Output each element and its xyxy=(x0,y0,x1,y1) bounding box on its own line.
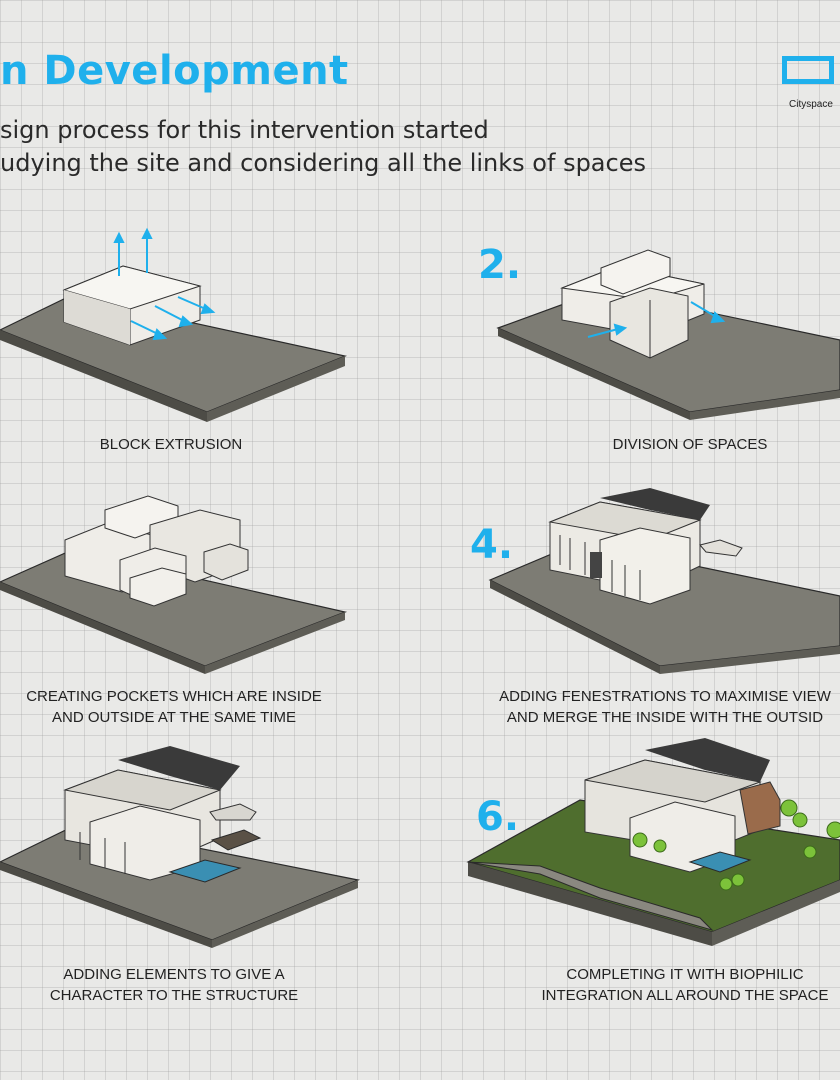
caption-step-5: ADDING ELEMENTS TO GIVE A CHARACTER TO T… xyxy=(49,966,299,1004)
step-number-6: 6. xyxy=(476,794,520,840)
intro-text: sign process for this intervention start… xyxy=(0,114,646,180)
cityspace-logo xyxy=(782,56,840,90)
logo-text: Cityspace xyxy=(789,99,833,110)
caption-step-2: DIVISION OF SPACES xyxy=(612,436,768,453)
pool xyxy=(688,851,752,873)
caption-step-3: CREATING POCKETS WHICH ARE INSIDE AND OU… xyxy=(26,688,322,726)
tree-icons xyxy=(632,799,840,891)
pool xyxy=(168,859,242,883)
page-title: n Development xyxy=(0,48,349,94)
step-number-2: 2. xyxy=(478,242,522,288)
intro-line-2: udying the site and considering all the … xyxy=(0,149,646,177)
step-number-4: 4. xyxy=(470,522,514,568)
caption-step-6: COMPLETING IT WITH BIOPHILIC INTEGRATION… xyxy=(541,966,829,1004)
caption-step-4: ADDING FENESTRATIONS TO MAXIMISE VIEW AN… xyxy=(499,688,831,726)
extruded-block xyxy=(63,265,201,346)
arrow-icons xyxy=(113,227,216,341)
site-ground xyxy=(0,295,348,413)
caption-step-1: BLOCK EXTRUSION xyxy=(99,436,243,453)
logo-mark xyxy=(782,56,834,84)
intro-line-1: sign process for this intervention start… xyxy=(0,116,489,144)
